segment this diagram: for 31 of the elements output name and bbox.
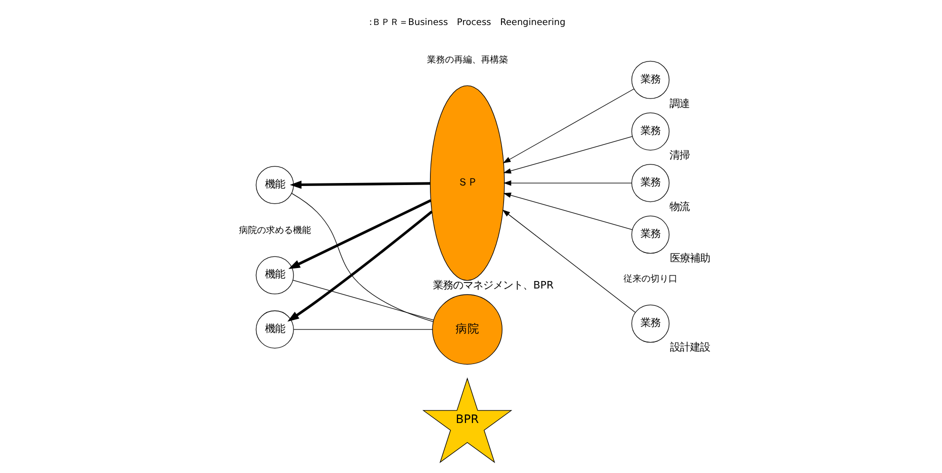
node-label: 清掃: [668, 149, 689, 162]
arrow: [286, 210, 432, 322]
arrow: [502, 192, 632, 230]
connector: [290, 192, 433, 322]
node-circle: 業務: [630, 112, 669, 150]
node-label: 設計建設: [669, 342, 710, 354]
node-circle: 機能: [255, 310, 294, 348]
arrow: [289, 180, 430, 189]
connector: [292, 280, 434, 320]
node-label: 調達: [668, 98, 689, 110]
node-circle: 業務: [630, 216, 669, 254]
arrow: [502, 210, 636, 313]
node-label: 業務のマネジメント、BPR: [432, 280, 554, 292]
node-circle: 業務: [630, 304, 669, 343]
node-circle: 病院: [432, 294, 502, 365]
label: :ＢＰＲ＝Business Process Reengineering: [368, 18, 565, 28]
node-label: 物流: [668, 201, 689, 214]
label: 従来の切り口: [622, 274, 677, 285]
connector: [292, 329, 432, 330]
node-circle: 業務: [630, 60, 669, 99]
label: 業務の再編、再構築: [426, 55, 508, 66]
label: 病院の求める機能: [238, 226, 310, 236]
arrow: [502, 136, 632, 174]
node-label: 医療補助: [669, 252, 710, 265]
node-circle: 機能: [255, 256, 294, 294]
arrow: [288, 199, 431, 270]
arrow: [502, 180, 632, 186]
node-circle: 業務: [630, 164, 669, 202]
node-circle: 機能: [255, 166, 294, 204]
node-ellipse: ＳＰ: [429, 85, 504, 281]
arrow: [502, 88, 634, 164]
